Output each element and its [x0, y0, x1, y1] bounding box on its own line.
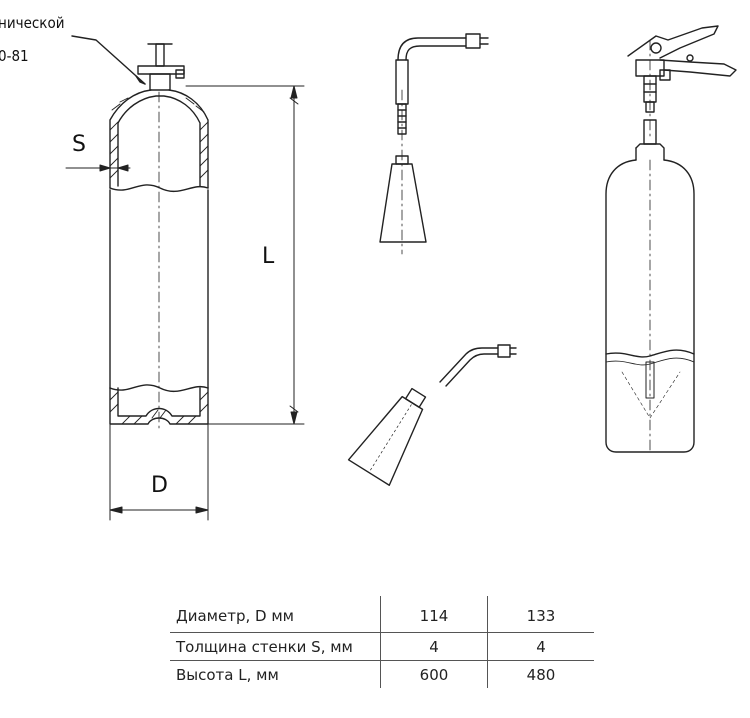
hose-tube: [395, 33, 489, 135]
row-value: 114: [380, 596, 488, 633]
dimension-label-l: L: [262, 244, 275, 269]
extinguisher-valve: [635, 59, 671, 113]
dimension-label-d: D: [151, 473, 168, 498]
extinguisher-drawing: [605, 25, 737, 453]
row-label: Высота L, мм: [176, 665, 279, 684]
s-dimension: [65, 164, 131, 172]
horn-cone-angled: [347, 387, 427, 486]
d-dimension: [109, 423, 209, 521]
callout-text-line2: 0-81: [0, 47, 29, 65]
row-value: 133: [487, 596, 594, 633]
horn-cone-vertical: [379, 155, 427, 243]
hose-and-horn-drawing: [347, 33, 517, 486]
specs-table: Диаметр, D мм 114 133 Толщина стенки S, …: [170, 596, 594, 688]
angled-tube: [439, 344, 517, 387]
extinguisher-neck: [635, 119, 665, 161]
row-label: Толщина стенки S, мм: [170, 632, 381, 661]
extinguisher-lever: [627, 25, 737, 77]
table-row: Диаметр, D мм 114 133: [170, 596, 594, 633]
l-dimension: [185, 85, 305, 425]
cylinder-section-drawing: [65, 35, 305, 521]
dimension-label-s: S: [72, 132, 86, 157]
row-value: 480: [487, 660, 594, 688]
row-value: 4: [380, 632, 488, 661]
callout-leader: [71, 35, 146, 85]
row-value: 600: [380, 660, 488, 688]
extinguisher-body: [605, 159, 695, 453]
row-label: Диаметр, D мм: [170, 596, 381, 633]
table-row: Высота L, мм 600 480: [170, 660, 594, 688]
cylinder-valve: [137, 43, 185, 91]
callout-text-line1: нической: [0, 14, 65, 32]
table-row: Толщина стенки S, мм 4 4: [170, 632, 594, 661]
wall-hatching: [109, 97, 209, 425]
technical-drawing: [65, 25, 737, 521]
row-value: 4: [487, 632, 594, 661]
